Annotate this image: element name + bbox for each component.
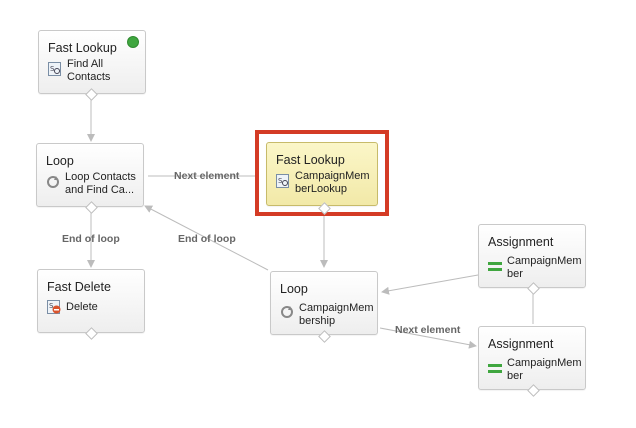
node-type-label: Fast Lookup	[276, 153, 345, 167]
fast-delete-node[interactable]: Fast Delete S Delete	[37, 269, 145, 333]
assignment-bottom-node[interactable]: Assignment CampaignMem ber	[478, 326, 586, 390]
assignment-icon	[488, 362, 502, 376]
fast-lookup-contacts-node[interactable]: Fast Lookup S Find All Contacts	[38, 30, 146, 94]
fast-lookup-campaign-node[interactable]: Fast Lookup S CampaignMem berLookup	[266, 142, 378, 206]
node-type-label: Fast Lookup	[48, 41, 117, 55]
assignment-icon	[488, 260, 502, 274]
node-type-label: Fast Delete	[47, 280, 111, 294]
svg-text:S: S	[50, 65, 55, 73]
node-type-label: Assignment	[488, 235, 554, 249]
connector-label-end-of-loop: End of loop	[62, 233, 120, 245]
node-type-label: Assignment	[488, 337, 554, 351]
node-label: Find All Contacts	[67, 58, 111, 83]
node-label: CampaignMem ber	[507, 255, 582, 280]
node-label: Delete	[66, 301, 98, 313]
node-type-label: Loop	[46, 154, 74, 168]
connector-label-next-element-2: Next element	[395, 324, 461, 336]
svg-text:S: S	[49, 302, 54, 310]
node-label: CampaignMem bership	[299, 302, 374, 327]
connector-label-end-of-loop-2: End of loop	[178, 233, 236, 245]
svg-text:S: S	[278, 177, 283, 185]
node-label: CampaignMem berLookup	[295, 170, 370, 195]
loop-icon	[280, 305, 294, 319]
node-type-label: Loop	[280, 282, 308, 296]
connector-assignment-to-loop	[381, 274, 479, 295]
node-label: CampaignMem ber	[507, 357, 582, 382]
lookup-icon: S	[276, 174, 290, 188]
start-icon	[127, 36, 139, 48]
node-label: Loop Contacts and Find Ca...	[65, 171, 136, 196]
loop-contacts-node[interactable]: Loop Loop Contacts and Find Ca...	[36, 143, 144, 207]
loop-campaign-node[interactable]: Loop CampaignMem bership	[270, 271, 378, 335]
delete-icon: S	[47, 300, 61, 314]
loop-icon	[46, 175, 60, 189]
lookup-icon: S	[48, 62, 62, 76]
assignment-top-node[interactable]: Assignment CampaignMem ber	[478, 224, 586, 288]
connector-label-next-element: Next element	[174, 170, 240, 182]
